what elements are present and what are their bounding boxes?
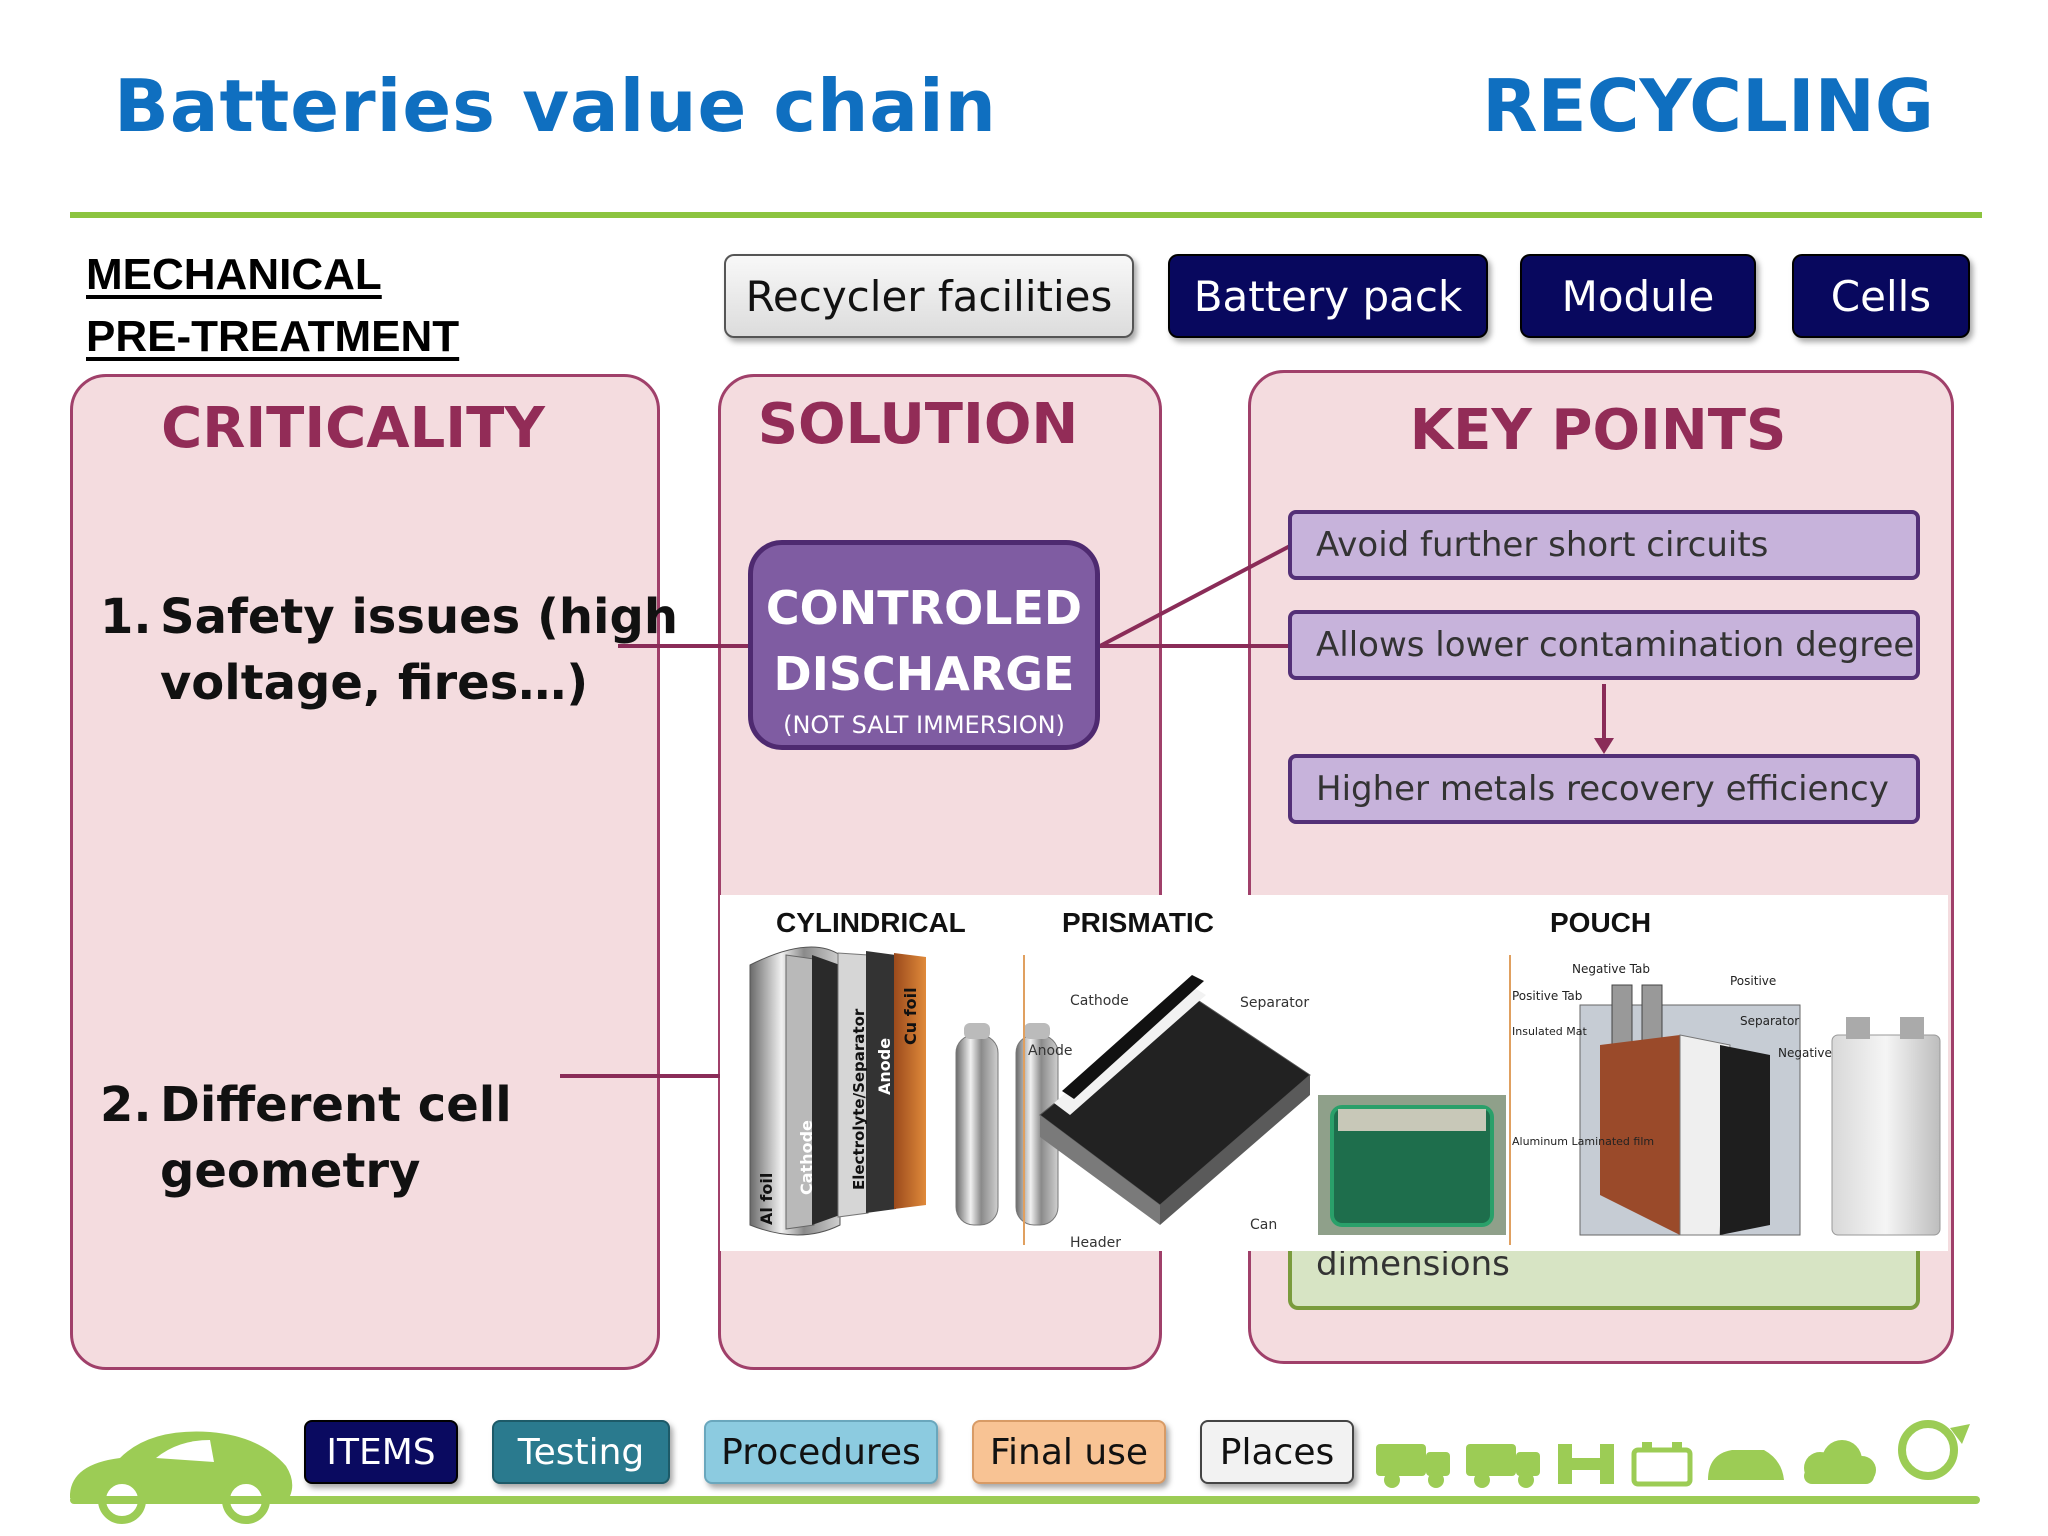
pris-label-can: Can bbox=[1250, 1217, 1277, 1233]
header-divider bbox=[70, 212, 1982, 218]
prismatic-cell-illustration: Cathode Separator Anode Can Header bbox=[1028, 975, 1506, 1251]
battery-icon bbox=[1631, 1442, 1693, 1487]
key-point-recovery: Higher metals recovery efficiency bbox=[1288, 754, 1920, 824]
final-use-button[interactable]: Final use bbox=[972, 1420, 1166, 1484]
discharge-title: CONTROLED DISCHARGE bbox=[753, 575, 1095, 707]
discharge-line2: DISCHARGE bbox=[773, 647, 1075, 701]
car-icon bbox=[70, 1431, 293, 1524]
testing-button[interactable]: Testing bbox=[492, 1420, 670, 1484]
cells-button[interactable]: Cells bbox=[1792, 254, 1970, 338]
pouch-label-negative: Negative bbox=[1778, 1046, 1832, 1060]
pris-label-anode: Anode bbox=[1028, 1043, 1073, 1059]
key-points-heading: KEY POINTS bbox=[1409, 398, 1787, 463]
item-2-line2: geometry bbox=[160, 1143, 421, 1199]
battery-pack-button[interactable]: Battery pack bbox=[1168, 254, 1488, 338]
pris-label-cathode: Cathode bbox=[1070, 993, 1129, 1009]
item-2-line1: Different cell bbox=[160, 1077, 512, 1133]
item-2-number: 2. bbox=[100, 1077, 152, 1133]
arrow-down-icon bbox=[1594, 738, 1614, 754]
page-title: Batteries value chain bbox=[114, 64, 997, 148]
pouch-photo bbox=[1831, 1034, 1941, 1236]
controlled-discharge-box: CONTROLED DISCHARGE (NOT SALT IMMERSION) bbox=[748, 540, 1100, 750]
item-1-line1: Safety issues (high bbox=[160, 589, 679, 645]
footer-icon-strip bbox=[1376, 1420, 1970, 1488]
solution-heading: SOLUTION bbox=[757, 392, 1079, 457]
cyl-label-al-foil: Al foil bbox=[757, 1173, 776, 1225]
criticality-item-2: 2.Different cell geometry bbox=[100, 1072, 512, 1204]
pouch-label-insulated-mat: Insulated Mat bbox=[1512, 1025, 1588, 1038]
discharge-line1: CONTROLED bbox=[765, 581, 1083, 635]
cell-illustrations: Al foil Cathode Electrolyte/Separator An… bbox=[749, 946, 1941, 1251]
item-1-line2: voltage, fires…) bbox=[160, 655, 589, 711]
key-point-short-circuits: Avoid further short circuits bbox=[1288, 510, 1920, 580]
pouch-label-separator: Separator bbox=[1740, 1014, 1799, 1028]
prismatic-label: PRISMATIC bbox=[1062, 907, 1214, 938]
footer-green-line bbox=[70, 1496, 1980, 1504]
subsection-line2: PRE-TREATMENT bbox=[86, 312, 460, 361]
pouch-cell-illustration: Negative Tab Positive Tab Positive Separ… bbox=[1512, 962, 1941, 1236]
subsection-title: MECHANICAL PRE-TREATMENT bbox=[86, 244, 459, 368]
places-button[interactable]: Places bbox=[1200, 1420, 1354, 1484]
module-button[interactable]: Module bbox=[1520, 254, 1756, 338]
recycle-icon bbox=[1898, 1420, 1970, 1480]
pouch-label: POUCH bbox=[1550, 907, 1652, 938]
cylindrical-cell-illustration: Al foil Cathode Electrolyte/Separator An… bbox=[749, 946, 1059, 1236]
pris-label-header: Header bbox=[1070, 1235, 1121, 1251]
pris-label-separator: Separator bbox=[1240, 995, 1309, 1011]
cyl-label-cu-foil: Cu foil bbox=[901, 987, 920, 1045]
section-title-recycling: RECYCLING bbox=[1482, 64, 1934, 148]
cyl-label-anode: Anode bbox=[875, 1038, 894, 1095]
cell-geometry-images: CYLINDRICAL PRISMATIC POUCH Al foil Cath… bbox=[720, 895, 1948, 1251]
criticality-heading: CRITICALITY bbox=[161, 396, 545, 461]
pouch-label-positive: Positive bbox=[1730, 974, 1776, 988]
subsection-line1: MECHANICAL bbox=[86, 250, 382, 299]
criticality-panel bbox=[70, 374, 660, 1370]
cyl-label-electrolyte: Electrolyte/Separator bbox=[850, 1008, 868, 1190]
truck-box-icon bbox=[1466, 1444, 1540, 1488]
recycler-facilities-button[interactable]: Recycler facilities bbox=[724, 254, 1134, 338]
key-point-contamination: Allows lower contamination degree bbox=[1288, 610, 1920, 680]
cyl-label-cathode: Cathode bbox=[797, 1120, 816, 1195]
connector-icon bbox=[1558, 1444, 1614, 1484]
pouch-label-positive-tab: Positive Tab bbox=[1512, 989, 1582, 1003]
cloud-icon bbox=[1804, 1440, 1876, 1484]
discharge-subtitle: (NOT SALT IMMERSION) bbox=[783, 711, 1065, 739]
connector-discharge-to-short-circuits bbox=[1099, 544, 1291, 648]
item-1-number: 1. bbox=[100, 589, 152, 645]
items-button[interactable]: ITEMS bbox=[304, 1420, 458, 1484]
pouch-label-aluminum-film: Aluminum Laminated film bbox=[1512, 1135, 1654, 1148]
truck-check-icon bbox=[1376, 1444, 1450, 1488]
criticality-item-1: 1.Safety issues (high voltage, fires…) bbox=[100, 584, 678, 716]
procedures-button[interactable]: Procedures bbox=[704, 1420, 938, 1484]
pouch-label-negative-tab: Negative Tab bbox=[1572, 962, 1650, 976]
cylindrical-label: CYLINDRICAL bbox=[776, 907, 966, 938]
car-outline-icon bbox=[1708, 1450, 1784, 1480]
cylindrical-cell-1 bbox=[955, 1034, 999, 1226]
